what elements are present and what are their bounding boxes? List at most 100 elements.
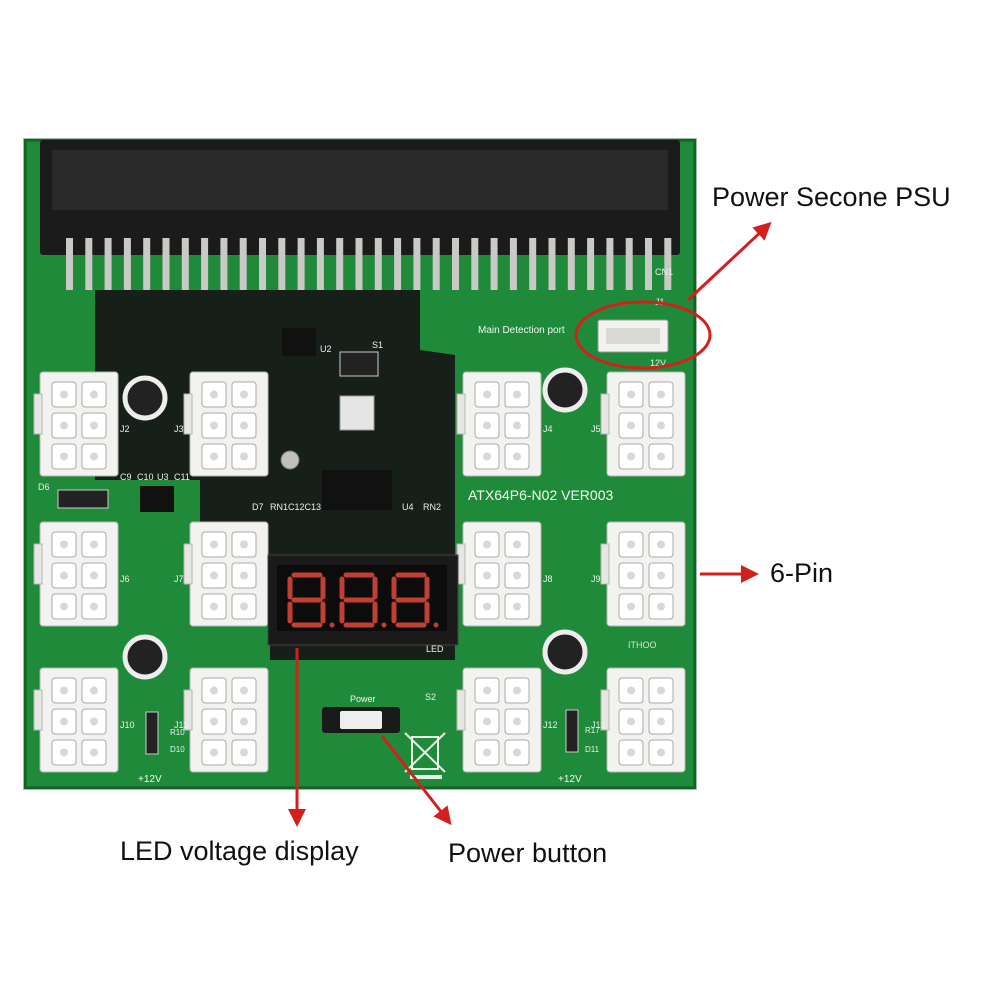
mount-hole-1 bbox=[122, 375, 168, 421]
six-pin-connector: J11 bbox=[174, 667, 269, 773]
connector-pin bbox=[394, 238, 402, 290]
plus12v-right-label: +12V bbox=[558, 774, 582, 785]
potentiometer bbox=[280, 450, 300, 470]
d6-label: D6 bbox=[38, 482, 50, 492]
connector-pin bbox=[452, 238, 459, 290]
detection-highlight-ellipse bbox=[574, 300, 712, 370]
cn1-label: CN1 bbox=[655, 267, 673, 277]
u2-label: U2 bbox=[320, 344, 332, 354]
connector-pin bbox=[606, 238, 614, 290]
six-pin-connector: J3 bbox=[174, 371, 269, 477]
u4-label: U4 bbox=[402, 502, 414, 512]
connector-pin bbox=[316, 238, 324, 290]
detection-port-inner bbox=[606, 328, 660, 344]
main-detection-label: Main Detection port bbox=[478, 325, 565, 336]
connector-pin bbox=[664, 238, 672, 290]
connector-pin bbox=[104, 238, 112, 290]
led-digit bbox=[339, 572, 387, 628]
arrow-psu bbox=[686, 221, 772, 302]
connector-label: J9 bbox=[591, 574, 601, 584]
resistor-r17 bbox=[565, 709, 579, 753]
six-pin-connector: J13 bbox=[591, 667, 686, 773]
led-label: LED bbox=[426, 644, 444, 654]
twelve-v-port-label: 12V bbox=[650, 358, 666, 368]
brand-label: ITHOO bbox=[628, 640, 657, 650]
rgb-led bbox=[339, 395, 375, 431]
chip-u2 bbox=[282, 328, 316, 356]
weee-icon bbox=[404, 732, 446, 779]
edge-connector-slot bbox=[52, 150, 668, 210]
connector-pin bbox=[567, 238, 575, 290]
connector-label: J7 bbox=[174, 574, 184, 584]
connector-pin bbox=[278, 238, 286, 290]
connector-label: J11 bbox=[174, 720, 188, 730]
six-pin-connector: J6 bbox=[33, 521, 130, 627]
connector-label: J2 bbox=[120, 424, 130, 434]
connector-pin bbox=[509, 238, 517, 290]
connector-pin bbox=[587, 238, 595, 290]
six-pin-connector: J9 bbox=[591, 521, 686, 627]
c10-label: C10 bbox=[137, 472, 154, 482]
connector-label: J10 bbox=[120, 720, 135, 730]
connector-pin bbox=[143, 238, 151, 290]
connector-pin bbox=[259, 238, 266, 290]
connector-pin bbox=[374, 238, 382, 290]
connector-pin bbox=[162, 238, 170, 290]
connector-label: J4 bbox=[543, 424, 553, 434]
connector-pin bbox=[645, 238, 652, 290]
connector-pin bbox=[529, 238, 537, 290]
connector-pin bbox=[297, 238, 305, 290]
diode-d6 bbox=[57, 489, 109, 509]
callout-power-second-psu: Power Secone PSU bbox=[712, 182, 951, 212]
s2-label: S2 bbox=[425, 692, 436, 702]
u3-label: U3 bbox=[157, 472, 169, 482]
power-button-board-label: Power bbox=[350, 694, 376, 704]
connector-label: J13 bbox=[591, 720, 606, 730]
connector-pin bbox=[548, 238, 556, 290]
c12c13-label: C12C13 bbox=[288, 502, 321, 512]
power-button-cap[interactable] bbox=[340, 711, 382, 729]
led-digit bbox=[287, 572, 335, 628]
six-pin-connector: J10 bbox=[33, 667, 135, 773]
callout-power-button: Power button bbox=[448, 838, 608, 868]
rn1-label: RN1 bbox=[270, 502, 288, 512]
connector-pin bbox=[123, 238, 131, 290]
resistor-r10 bbox=[145, 711, 159, 755]
plus12v-left-label: +12V bbox=[138, 774, 162, 785]
connector-pin bbox=[432, 238, 440, 290]
mount-hole-2 bbox=[542, 367, 588, 413]
rn2-label: RN2 bbox=[423, 502, 441, 512]
connector-label: J12 bbox=[543, 720, 558, 730]
led-digit bbox=[391, 572, 439, 628]
connector-pin bbox=[336, 238, 344, 290]
connector-label: J5 bbox=[591, 424, 601, 434]
mount-hole-3 bbox=[122, 634, 168, 680]
connector-pin bbox=[201, 238, 209, 290]
connector-pin bbox=[490, 238, 498, 290]
callout-led-display: LED voltage display bbox=[120, 836, 359, 866]
c11-label: C11 bbox=[174, 472, 190, 482]
connector-pin bbox=[85, 238, 93, 290]
mount-hole-4 bbox=[542, 629, 588, 675]
six-pin-connector: J7 bbox=[174, 521, 269, 627]
s1-label: S1 bbox=[372, 340, 383, 350]
c9-label: C9 bbox=[120, 472, 132, 482]
led-digits bbox=[287, 572, 439, 628]
chip-u4 bbox=[322, 470, 392, 510]
r10-label: R10 bbox=[170, 728, 185, 737]
six-pin-connector: J12 bbox=[456, 667, 558, 773]
arrow-power bbox=[380, 735, 452, 826]
connector-pin bbox=[625, 238, 633, 290]
connector-pins bbox=[66, 238, 672, 290]
connector-label: J6 bbox=[120, 574, 130, 584]
connector-label: J8 bbox=[543, 574, 553, 584]
r17-label: R17 bbox=[585, 726, 600, 735]
six-pin-connector: J5 bbox=[591, 371, 686, 477]
chip-u3 bbox=[140, 486, 174, 512]
connector-pin bbox=[66, 238, 73, 290]
model-label: ATX64P6-N02 VER003 bbox=[468, 487, 613, 503]
d7-label: D7 bbox=[252, 502, 264, 512]
d10-label: D10 bbox=[170, 745, 185, 754]
six-pin-connector: J4 bbox=[456, 371, 553, 477]
